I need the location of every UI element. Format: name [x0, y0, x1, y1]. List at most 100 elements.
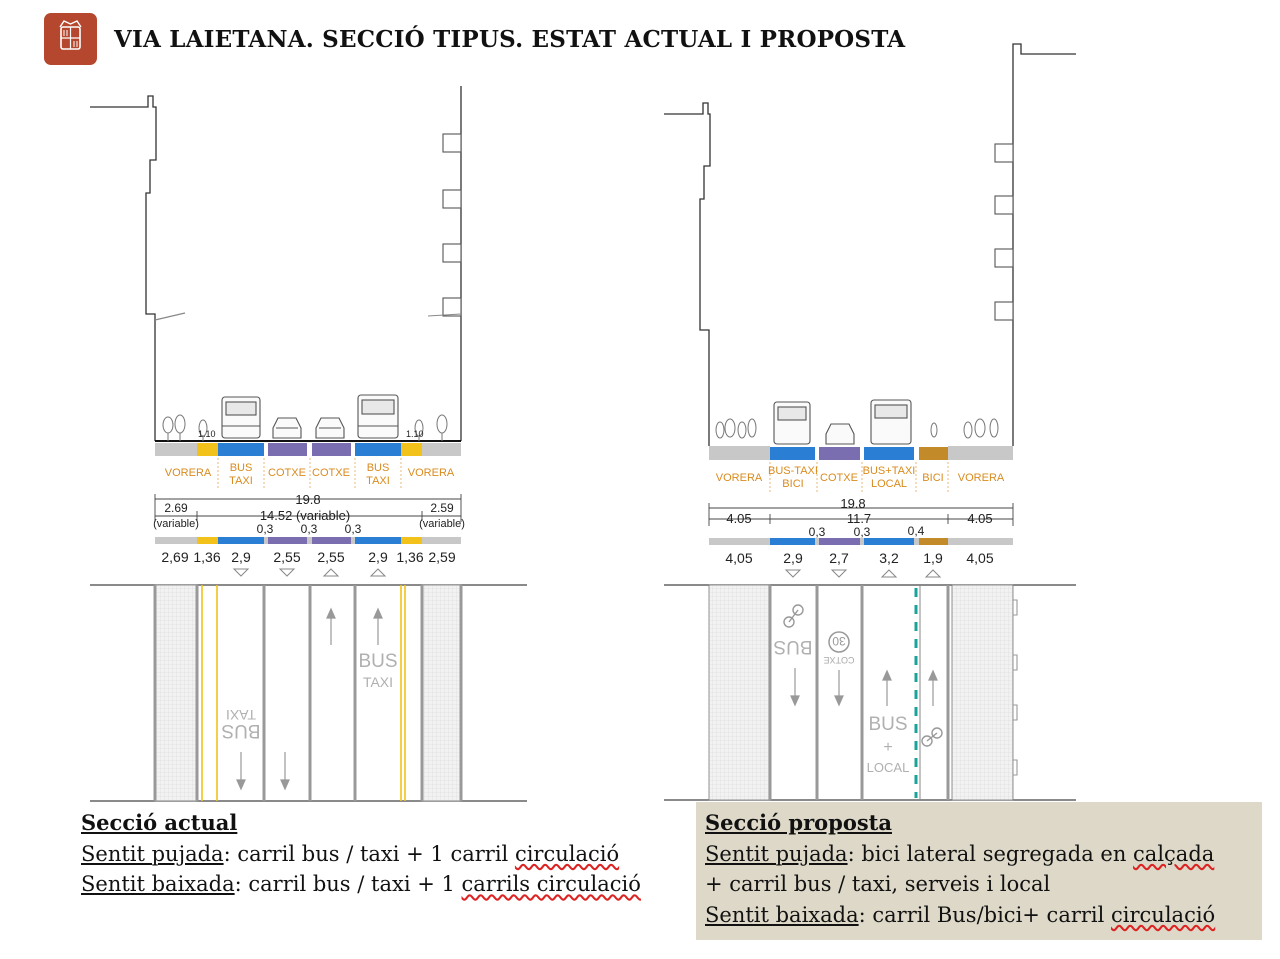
actual-width-7: 1,36 — [396, 549, 423, 565]
actual-mark-1: 1.10 — [198, 429, 216, 439]
actual-width-8: 2,59 — [428, 549, 455, 565]
proposta-width-2: 2,9 — [783, 550, 803, 566]
actual-car-1 — [272, 417, 302, 439]
actual-bus-right — [357, 394, 399, 439]
actual-label-cotxe-1: COTXE — [268, 467, 306, 479]
page-title: VIA LAIETANA. SECCIÓ TIPUS. ESTAT ACTUAL… — [114, 26, 906, 53]
caption-proposta-line-1: Sentit pujada: bici lateral segregada en… — [705, 841, 1215, 866]
actual-label-cotxe-2: COTXE — [312, 467, 350, 479]
actual-sep-1: 0,3 — [257, 522, 274, 536]
proposta-plan-view: 30 COTXE BUS BUS + LOCAL — [664, 584, 1076, 801]
proposta-width-1: 4,05 — [725, 550, 752, 566]
actual-label-bus-right: BUS — [367, 462, 390, 474]
actual-dim-right: 2.59 — [430, 501, 454, 515]
actual-width-6: 2,9 — [368, 549, 388, 565]
actual-plan-bus: BUS — [358, 651, 397, 672]
proposta-width-3: 2,7 — [829, 550, 849, 566]
proposta-label-bustaxi2: BUS+TAXI — [863, 465, 916, 477]
proposta-right-balconies — [994, 143, 1014, 321]
actual-plan-taxi: TAXI — [363, 674, 393, 690]
actual-dir-down-2 — [278, 568, 296, 577]
proposta-plan-local: LOCAL — [867, 760, 910, 775]
proposta-bike-icon-1 — [783, 604, 804, 628]
actual-dir-up-2 — [369, 568, 387, 577]
actual-plan-bus-rotated: BUS — [221, 720, 260, 741]
actual-mark-2: 1.10 — [406, 429, 424, 439]
actual-width-4: 2,55 — [273, 549, 300, 565]
proposta-sep-2: 0,3 — [854, 525, 871, 539]
actual-band-vorera-left — [155, 443, 197, 456]
actual-plan-view: BUS TAXI BUS TAXI — [90, 584, 527, 802]
actual-band-cotxe-1 — [268, 443, 307, 456]
barcelona-logo — [44, 13, 97, 65]
actual-sep-2: 0,3 — [301, 522, 318, 536]
actual-band-yellow-right — [401, 443, 422, 456]
actual-right-balconies — [442, 133, 462, 317]
proposta-label-vorera-right: VORERA — [958, 472, 1005, 484]
caption-proposta-line-2: + carril bus / taxi, serveis i local — [705, 872, 1051, 896]
actual-dir-down-1 — [232, 568, 250, 577]
proposta-plan-plus: + — [883, 739, 892, 756]
actual-car-2 — [315, 417, 345, 439]
actual-band-yellow-left — [197, 443, 218, 456]
actual-dim-left-var: (variable) — [153, 518, 199, 530]
proposta-label-bustaxi: BUS-TAXI — [768, 465, 818, 477]
actual-label-taxi-right: TAXI — [366, 475, 390, 487]
proposta-sep-3: 0,4 — [908, 524, 925, 538]
actual-lane-band — [155, 443, 461, 456]
proposta-width-5: 1,9 — [923, 550, 943, 566]
proposta-right-building — [1012, 43, 1076, 446]
proposta-plan-30: 30 — [832, 634, 846, 648]
proposta-dim-right: 4.05 — [967, 511, 992, 526]
actual-section-elevation: 1.10 1.10 VORERA BUS TAXI COTXE COTXE BU… — [90, 86, 465, 577]
actual-pedestrians-left — [162, 414, 208, 441]
caption-actual-line-1: Sentit pujada: carril bus / taxi + 1 car… — [81, 841, 620, 866]
caption-actual: Secció actual Sentit pujada: carril bus … — [81, 808, 681, 900]
caption-proposta-line-3: Sentit baixada: carril Bus/bici+ carril … — [705, 902, 1216, 927]
actual-band-bus-left — [218, 443, 264, 456]
actual-label-vorera-left: VORERA — [165, 467, 212, 479]
proposta-width-6: 4,05 — [966, 550, 993, 566]
actual-bus-left — [221, 396, 261, 439]
actual-band-cotxe-2 — [312, 443, 351, 456]
caption-actual-heading: Secció actual — [81, 810, 238, 835]
proposta-width-4: 3,2 — [879, 550, 899, 566]
actual-dir-up-1 — [322, 568, 340, 577]
actual-dim-left: 2.69 — [164, 501, 188, 515]
actual-pedestrians-right — [414, 414, 448, 441]
proposta-sep-1: 0,3 — [809, 525, 826, 539]
proposta-plan-bus: BUS — [868, 714, 907, 735]
proposta-dim-total: 19.8 — [840, 496, 865, 511]
actual-dim-right-var: (variable) — [419, 518, 465, 530]
proposta-bike-icon-2 — [921, 727, 943, 747]
actual-label-vorera-right: VORERA — [408, 467, 455, 479]
actual-band-bus-right — [355, 443, 401, 456]
proposta-section-elevation: VORERA BUS-TAXI BICI COTXE BUS+TAXI LOCA… — [664, 43, 1076, 578]
actual-width-1: 2,69 — [161, 549, 188, 565]
actual-width-5: 2,55 — [317, 549, 344, 565]
proposta-label-cotxe: COTXE — [820, 472, 858, 484]
actual-label-bus-left: BUS — [230, 462, 253, 474]
proposta-label-bici-right: BICI — [922, 472, 943, 484]
proposta-label-vorera-left: VORERA — [716, 472, 763, 484]
actual-width-3: 2,9 — [231, 549, 251, 565]
proposta-plan-cotxe: COTXE — [823, 655, 854, 665]
actual-width-2: 1,36 — [193, 549, 220, 565]
proposta-label-local: LOCAL — [871, 478, 907, 490]
caption-actual-line-2: Sentit baixada: carril bus / taxi + 1 ca… — [81, 872, 641, 896]
actual-dim-total: 19.8 — [295, 492, 320, 507]
proposta-plan-bus-rotated: BUS — [773, 636, 812, 657]
caption-proposta: Secció proposta Sentit pujada: bici late… — [696, 802, 1262, 940]
actual-label-taxi-left: TAXI — [229, 475, 253, 487]
actual-left-building — [90, 95, 157, 441]
proposta-dim-mid: 11.7 — [847, 511, 871, 526]
actual-plan-taxi-rotated: TAXI — [226, 707, 256, 723]
proposta-label-bici-left: BICI — [782, 478, 803, 490]
actual-sep-3: 0,3 — [345, 522, 362, 536]
caption-proposta-heading: Secció proposta — [705, 810, 892, 835]
actual-dim-mid: 14.52 (variable) — [260, 508, 350, 523]
proposta-left-building — [664, 102, 711, 446]
proposta-car — [825, 423, 855, 445]
proposta-dim-left: 4.05 — [726, 511, 751, 526]
